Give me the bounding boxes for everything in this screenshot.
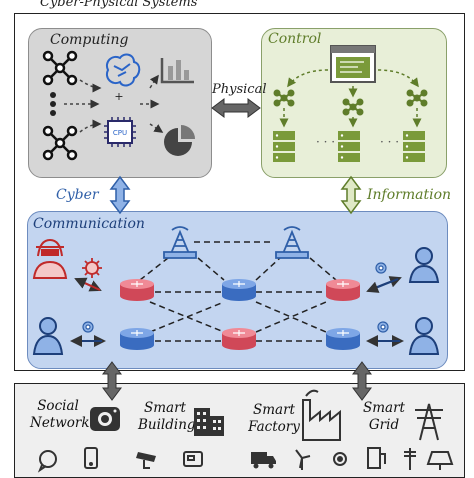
hacker-icon xyxy=(32,238,68,279)
app-label-line2: Grid xyxy=(368,417,400,433)
pie-chart-icon xyxy=(164,125,195,156)
cps-frame xyxy=(14,13,465,371)
network-links xyxy=(139,241,337,342)
applications-box xyxy=(14,383,465,478)
dots-icon xyxy=(50,92,56,116)
app-label-line1: Smart xyxy=(253,402,295,418)
server-rack-icon xyxy=(403,131,425,162)
cpu-icon: CPU xyxy=(104,117,136,147)
information-label: Information xyxy=(367,187,452,203)
router-blue-icon xyxy=(120,328,154,350)
cctv-camera-icon xyxy=(136,452,156,469)
control-node-icon xyxy=(273,89,295,107)
virus-icon xyxy=(82,258,102,278)
app-label-line1: Smart xyxy=(363,400,405,416)
router-red-icon xyxy=(120,279,154,301)
router-blue-icon xyxy=(222,279,256,301)
app-label-line2: Building xyxy=(138,417,196,433)
bottom-link-arrow-right xyxy=(352,361,372,401)
gear-icon xyxy=(377,321,389,333)
ai-brain-icon xyxy=(106,53,141,87)
control-window-icon xyxy=(330,45,376,83)
router-blue-icon xyxy=(326,328,360,350)
user-link-arrows xyxy=(70,276,404,347)
physical-arrow xyxy=(211,98,261,118)
factory-icon xyxy=(302,389,341,441)
control-node-icon xyxy=(342,98,364,116)
diagram-title: Cyber-Physical Systems xyxy=(40,0,198,10)
user-icon xyxy=(32,317,64,355)
cell-tower-icon xyxy=(163,226,197,259)
app-social-network: Social Network xyxy=(30,398,90,432)
truck-icon xyxy=(251,452,276,469)
phone-icon xyxy=(84,447,98,469)
solar-panel-icon xyxy=(426,451,454,470)
chat-icon xyxy=(37,450,57,473)
app-label-line2: Factory xyxy=(248,419,300,435)
router-red-icon xyxy=(326,279,360,301)
network-graph-icon xyxy=(42,125,78,161)
app-smart-grid: Smart Grid xyxy=(360,400,408,434)
communication-label: Communication xyxy=(33,216,145,232)
ellipsis: · · · xyxy=(380,135,399,149)
thermostat-icon xyxy=(183,451,203,467)
control-label: Control xyxy=(268,31,322,47)
information-arrow xyxy=(340,175,362,215)
network-graph-icon xyxy=(42,50,78,86)
app-smart-factory: Smart Factory xyxy=(248,402,300,436)
wind-turbine-icon xyxy=(295,449,311,470)
computing-label: Computing xyxy=(50,32,129,48)
control-node-icon xyxy=(406,89,428,107)
cpu-text: CPU xyxy=(113,129,127,137)
app-label-line1: Smart xyxy=(144,400,186,416)
gear-icon xyxy=(82,321,94,333)
gear-icon xyxy=(375,262,387,274)
app-label-line2: Network xyxy=(30,415,90,431)
user-icon xyxy=(408,247,440,283)
router-red-icon xyxy=(222,328,256,350)
plus-sign: + xyxy=(114,90,123,103)
user-icon xyxy=(408,317,440,355)
bar-chart-icon xyxy=(160,58,194,84)
power-tower-icon xyxy=(415,403,443,441)
ev-charger-icon xyxy=(367,447,386,469)
ellipsis: · · · xyxy=(316,135,335,149)
app-smart-building: Smart Building xyxy=(138,400,196,434)
building-icon xyxy=(194,408,224,436)
power-pole-icon xyxy=(404,448,416,470)
app-label-line1: Social xyxy=(37,398,79,414)
camera-icon xyxy=(90,407,120,431)
physical-label: Physical xyxy=(212,82,267,97)
cyber-arrow xyxy=(109,175,131,215)
cell-tower-icon xyxy=(275,226,309,259)
bottom-link-arrow-left xyxy=(102,361,122,401)
server-rack-icon xyxy=(273,131,295,162)
gear-machine-icon xyxy=(333,452,347,466)
cyber-label: Cyber xyxy=(56,187,99,203)
server-rack-icon xyxy=(338,131,360,162)
